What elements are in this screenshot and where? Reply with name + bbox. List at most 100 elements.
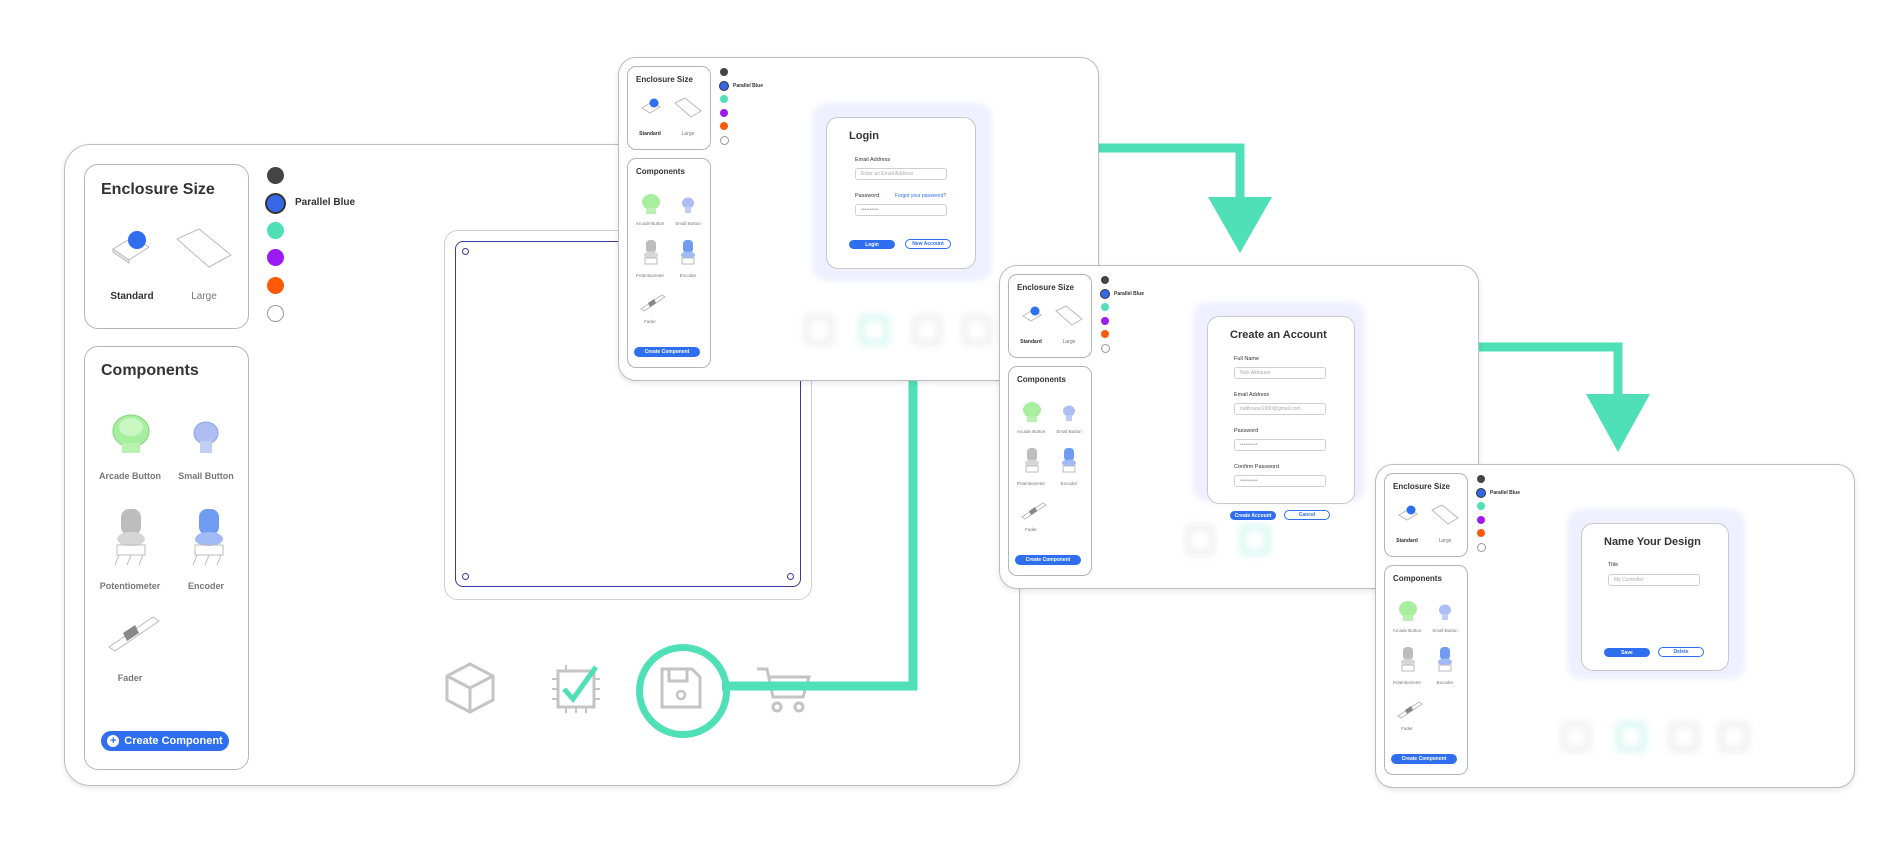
mini-enclosure-title: Enclosure Size — [636, 75, 693, 84]
swatch-parallel-blue[interactable] — [265, 193, 286, 214]
swatch-purple[interactable] — [267, 249, 284, 266]
login-password-label: Password — [855, 193, 880, 199]
mini-large-icon — [674, 97, 702, 118]
new-account-button[interactable]: New Account — [905, 239, 951, 249]
mini2-color-label: Parallel Blue — [1114, 291, 1145, 297]
plus-circle-icon: + — [107, 735, 120, 747]
save-highlight-ring — [636, 644, 730, 738]
mini3-size-large: Large — [1438, 538, 1452, 544]
mini-enclosure-panel: Enclosure Size Standard Large — [627, 66, 711, 150]
mini3-components-panel: Components Arcade Button Small Button Po… — [1384, 565, 1468, 775]
potentiometer-icon[interactable] — [109, 507, 153, 567]
swatch-white[interactable] — [267, 305, 284, 322]
mini3-swatch-1 — [1476, 488, 1486, 498]
save-button[interactable]: Save — [1604, 648, 1650, 657]
selected-color-label: Parallel Blue — [295, 197, 356, 208]
enclosure-size-panel: Enclosure Size Standard Large — [84, 164, 249, 329]
signup-modal: Create an Account Full Name Nick Althous… — [1207, 316, 1355, 520]
component-label-0: Arcade Button — [98, 471, 161, 481]
mini-swatch-5 — [720, 136, 729, 145]
mini-pot-icon — [644, 240, 658, 265]
fullname-field[interactable]: Nick Althouse — [1234, 367, 1326, 379]
mini2-small-button-icon — [1063, 405, 1075, 421]
signup-password-label: Password — [1234, 428, 1259, 434]
signup-email-label: Email Address — [1234, 392, 1270, 398]
login-email-label: Email Address — [855, 157, 891, 163]
mini3-create-component: Create Component — [1391, 754, 1457, 764]
create-component-button[interactable]: + Create Component — [101, 731, 229, 751]
mini-swatch-1 — [719, 81, 729, 91]
title-field[interactable]: My Controller — [1608, 574, 1700, 586]
mini-comp-2: Potentiometer — [635, 273, 664, 278]
mini-swatch-0 — [720, 68, 728, 76]
encoder-icon[interactable] — [187, 507, 231, 567]
mini2-fader-icon — [1021, 502, 1047, 520]
name-design-title: Name Your Design — [1604, 536, 1701, 548]
mini-comp-4: Fader — [644, 319, 656, 324]
size-standard-label[interactable]: Standard — [110, 291, 154, 302]
mini2-swatch-1 — [1100, 289, 1110, 299]
arrow-signup-to-name — [1475, 342, 1623, 398]
mini2-pot-icon — [1025, 448, 1039, 473]
mini3-pot-icon — [1401, 647, 1415, 672]
mini3-comp-4: Fader — [1401, 726, 1413, 731]
mini2-components-panel: Components Arcade Button Small Button Po… — [1008, 366, 1092, 576]
chip-check-icon[interactable] — [548, 661, 604, 717]
standard-size-icon[interactable] — [109, 227, 153, 267]
signup-email-field[interactable]: nalthouse1990@gmail.com — [1234, 403, 1326, 415]
mini3-comp-3: Encoder — [1436, 680, 1454, 685]
cancel-button[interactable]: Cancel — [1284, 510, 1330, 520]
mini2-arcade-icon — [1023, 402, 1041, 422]
fader-icon[interactable] — [107, 611, 161, 655]
cube-icon[interactable] — [443, 661, 497, 715]
swatch-dark[interactable] — [267, 167, 284, 184]
mini2-swatch-2 — [1101, 303, 1109, 311]
login-frame: Enclosure Size Standard Large Components… — [618, 57, 1099, 381]
mini2-large-icon — [1055, 305, 1083, 326]
small-button-icon[interactable] — [191, 421, 221, 457]
mini2-comp-0: Arcade Button — [1016, 429, 1046, 434]
arcade-button-icon[interactable] — [111, 413, 151, 457]
mini2-comp-4: Fader — [1025, 527, 1037, 532]
mini2-enclosure-title: Enclosure Size — [1017, 283, 1074, 292]
confirm-password-field[interactable]: •••••••••• — [1234, 475, 1326, 487]
mini-comp-0: Arcade Button — [635, 221, 665, 226]
login-password-field[interactable]: •••••••••• — [855, 204, 947, 216]
delete-button[interactable]: Delete — [1658, 647, 1704, 657]
mini3-color-label: Parallel Blue — [1490, 490, 1521, 496]
signup-password-field[interactable]: •••••••••• — [1234, 439, 1326, 451]
mini3-encoder-icon — [1438, 647, 1452, 672]
size-large-label[interactable]: Large — [191, 291, 217, 302]
swatch-orange[interactable] — [267, 277, 284, 294]
login-button[interactable]: Login — [849, 240, 895, 249]
save-icon[interactable] — [656, 663, 706, 713]
forgot-password-link[interactable]: Forgot your password? — [895, 193, 947, 199]
cart-icon[interactable] — [755, 663, 813, 715]
mini3-swatch-3 — [1477, 516, 1485, 524]
large-size-icon[interactable] — [175, 227, 233, 269]
mini3-enclosure-title: Enclosure Size — [1393, 482, 1450, 491]
mini-comp-1: Small Button — [675, 221, 701, 226]
create-account-button[interactable]: Create Account — [1230, 511, 1276, 520]
mini-create-component: Create Component — [634, 347, 700, 357]
mini-components-title: Components — [636, 167, 685, 176]
swatch-teal[interactable] — [267, 222, 284, 239]
mini2-swatch-3 — [1101, 317, 1109, 325]
mini-fader-icon — [640, 294, 666, 312]
mini3-size-standard: Standard — [1396, 538, 1418, 544]
login-modal: Login Email Address Enter an Email Addre… — [826, 117, 976, 269]
arrowhead-login-to-signup — [1208, 197, 1272, 253]
mini2-size-standard: Standard — [1020, 339, 1042, 345]
signup-title: Create an Account — [1230, 329, 1327, 341]
login-email-field[interactable]: Enter an Email Address — [855, 168, 947, 180]
corner-screw-br — [787, 573, 794, 580]
title-label: Title — [1608, 562, 1619, 568]
mini2-size-large: Large — [1062, 339, 1076, 345]
mini-standard-icon — [641, 98, 661, 114]
enclosure-size-title: Enclosure Size — [101, 181, 215, 198]
arrow-login-to-signup — [1095, 143, 1245, 200]
mini3-components-title: Components — [1393, 574, 1442, 583]
mini3-fader-icon — [1397, 701, 1423, 719]
fullname-label: Full Name — [1234, 356, 1260, 362]
mini3-enclosure-panel: Enclosure Size Standard Large — [1384, 473, 1468, 557]
